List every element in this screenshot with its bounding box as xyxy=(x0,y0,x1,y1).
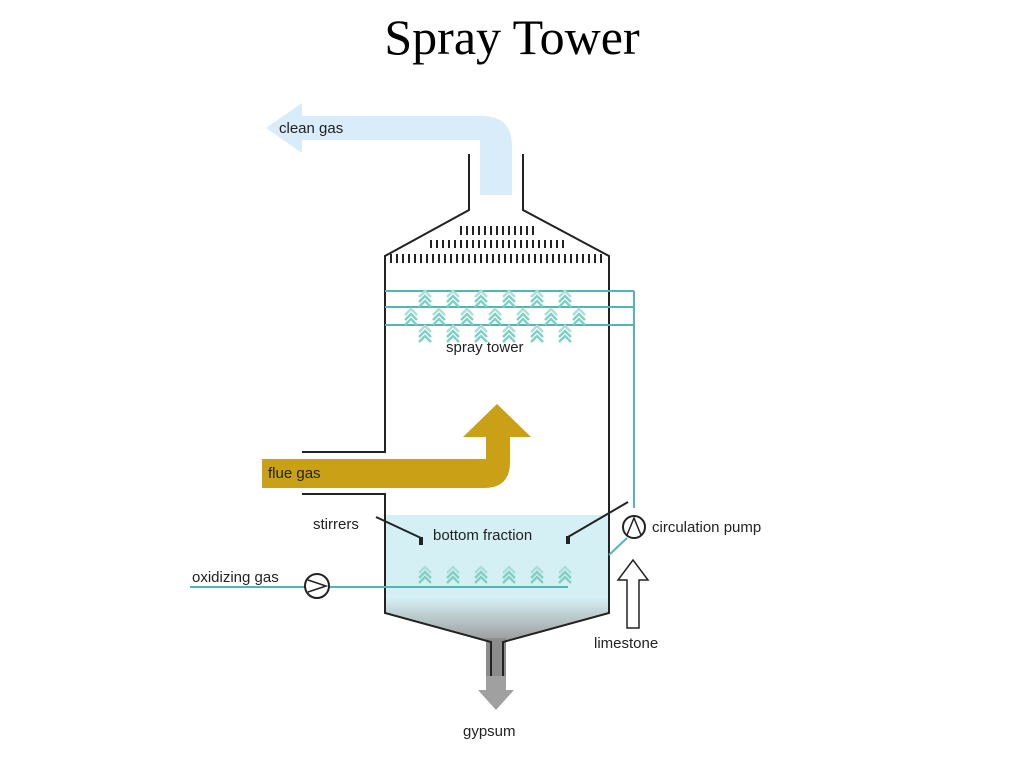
spray-nozzles xyxy=(403,289,587,344)
tower-outline xyxy=(302,154,610,676)
circulation-pump-icon xyxy=(622,515,646,539)
stirrer-left xyxy=(375,516,423,545)
spray-tower-label: spray tower xyxy=(446,339,524,356)
flue-gas-arrow xyxy=(262,404,531,488)
oxidizing-gas-label: oxidizing gas xyxy=(192,569,279,586)
sump-liquid xyxy=(385,515,609,642)
gypsum-arrow xyxy=(478,676,514,710)
mist-eliminator-middle xyxy=(430,240,564,248)
stirrers-label: stirrers xyxy=(313,516,359,533)
pump-return-pipe xyxy=(608,537,628,556)
page-title: Spray Tower xyxy=(384,9,640,65)
mist-eliminator-upper xyxy=(460,226,534,235)
flue-gas-label: flue gas xyxy=(268,465,321,482)
bottom-fraction-label: bottom fraction xyxy=(433,527,532,544)
gypsum-label: gypsum xyxy=(463,723,516,740)
limestone-arrow xyxy=(616,558,650,629)
mist-eliminator-lower xyxy=(390,254,602,263)
limestone-label: limestone xyxy=(594,635,658,652)
clean-gas-label: clean gas xyxy=(279,120,343,137)
clean-gas-arrow xyxy=(266,103,512,195)
stirrer-right xyxy=(566,501,629,544)
oxidizing-blower-icon xyxy=(304,573,330,599)
circulation-pump-label: circulation pump xyxy=(652,519,761,536)
